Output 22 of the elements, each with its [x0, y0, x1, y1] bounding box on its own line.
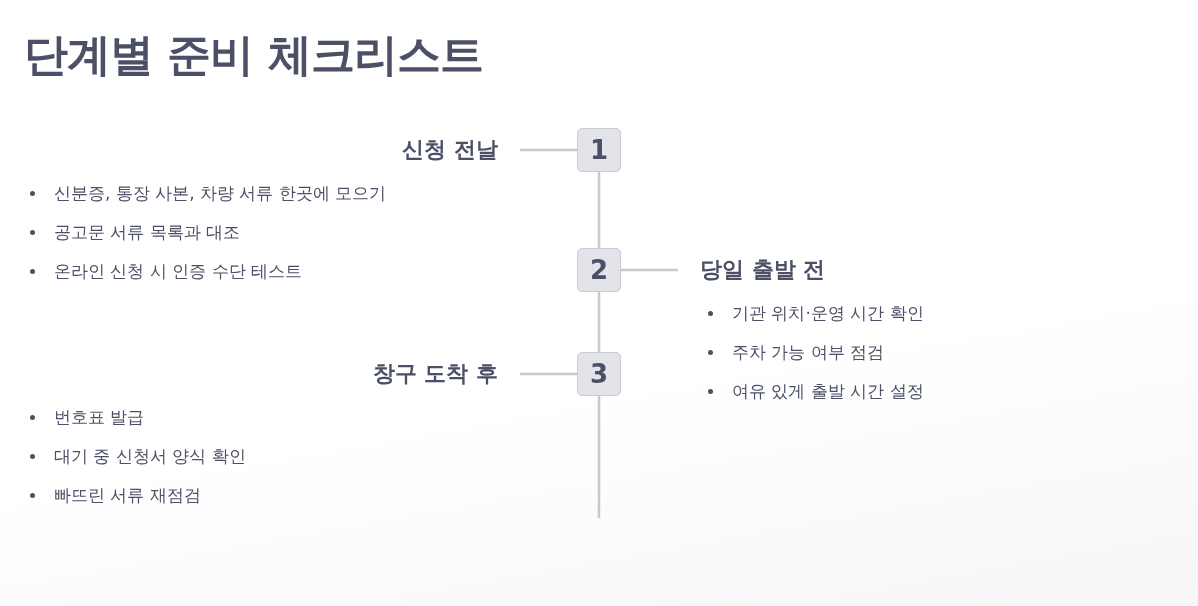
bullet-item: 온라인 신청 시 인증 수단 테스트 — [27, 259, 303, 283]
step-heading: 당일 출발 전 — [700, 254, 826, 286]
bullet-item: 기관 위치·운영 시간 확인 — [705, 301, 924, 325]
title: 단계별 준비 체크리스트 — [24, 28, 483, 82]
step-heading: 창구 도착 후 — [372, 358, 498, 390]
step-number-box: 3 — [577, 352, 621, 396]
connector-line — [597, 292, 601, 352]
connector-line — [597, 396, 601, 518]
bullet-item: 신분증, 통장 사본, 차량 서류 한곳에 모으기 — [27, 181, 387, 205]
step-number-box: 2 — [577, 248, 621, 292]
connector-line — [520, 372, 577, 376]
step-number-box: 1 — [577, 128, 621, 172]
step-heading: 신청 전날 — [402, 134, 498, 166]
bullet-item: 공고문 서류 목록과 대조 — [27, 220, 241, 244]
bullet-item: 빠뜨린 서류 재점검 — [27, 483, 201, 507]
bullet-item: 여유 있게 출발 시간 설정 — [705, 379, 924, 403]
bullet-item: 대기 중 신청서 양식 확인 — [27, 444, 246, 468]
bullet-item: 주차 가능 여부 점검 — [705, 340, 885, 364]
connector-line — [597, 172, 601, 248]
connector-line — [621, 268, 678, 272]
bullet-item: 번호표 발급 — [27, 405, 145, 429]
connector-line — [520, 148, 577, 152]
